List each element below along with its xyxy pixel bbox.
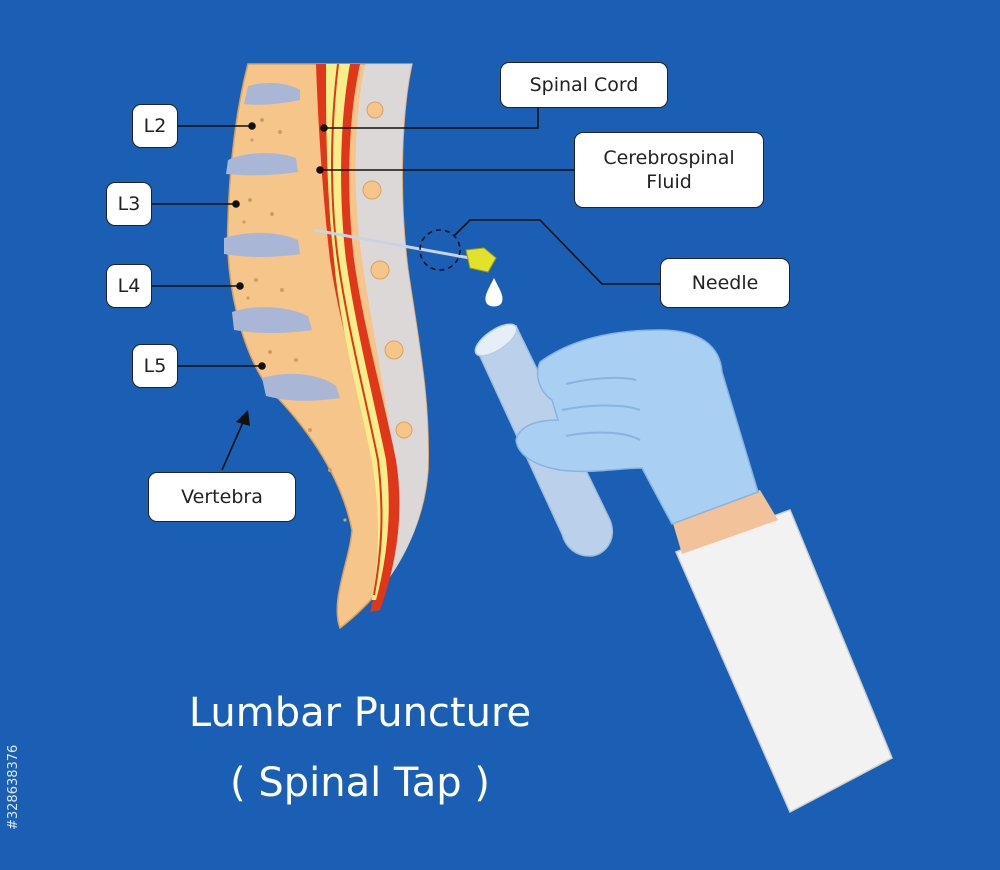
- label-needle: Needle: [660, 258, 790, 308]
- needle-shaft: [313, 228, 471, 260]
- disc-l2-l3: [226, 153, 298, 176]
- title-line1: Lumbar Puncture: [188, 690, 532, 736]
- label-l3: L3: [106, 182, 152, 226]
- wrist-skin: [672, 490, 778, 554]
- glove: [515, 329, 759, 525]
- vertebra-arrow-head: [236, 410, 250, 426]
- title-line2: ( Spinal Tap ): [230, 760, 490, 806]
- spine-illustration: [224, 63, 429, 630]
- leader-spinal-cord: [324, 108, 539, 129]
- label-csf-line2: Fluid: [646, 171, 692, 193]
- label-csf-line1: Cerebrospinal: [603, 147, 735, 169]
- label-vertebra: Vertebra: [148, 472, 296, 522]
- test-tube-rim: [474, 323, 518, 357]
- bone-texture: [242, 101, 413, 522]
- vertebra-arrow-line: [221, 419, 245, 471]
- needle-hub: [465, 247, 497, 273]
- stock-id-text: #328638376: [6, 744, 21, 830]
- label-l4: L4: [106, 264, 152, 308]
- spinal-cord-shape: [326, 64, 389, 600]
- disc-l4-l5: [232, 307, 312, 333]
- fluid-drop: [485, 278, 503, 307]
- coat-sleeve: [674, 509, 893, 814]
- label-spinal-cord: Spinal Cord: [500, 62, 668, 108]
- label-cerebrospinal-fluid: Cerebrospinal Fluid: [574, 132, 764, 208]
- label-l2: L2: [132, 104, 178, 148]
- glove-finger-lines: [561, 376, 641, 441]
- needle-highlight-circle: [419, 229, 461, 271]
- label-l5: L5: [132, 344, 178, 388]
- disc-l5-s1: [262, 373, 340, 401]
- leader-needle: [453, 219, 660, 285]
- disc-l3-l4: [224, 232, 300, 257]
- hand-with-tube: [474, 323, 893, 814]
- leader-lines: [152, 108, 660, 471]
- cord-center-line: [331, 63, 383, 596]
- needle-illustration: [313, 228, 503, 307]
- disc-l1-l2: [244, 83, 300, 105]
- stock-id-watermark: #328638376: [4, 630, 24, 830]
